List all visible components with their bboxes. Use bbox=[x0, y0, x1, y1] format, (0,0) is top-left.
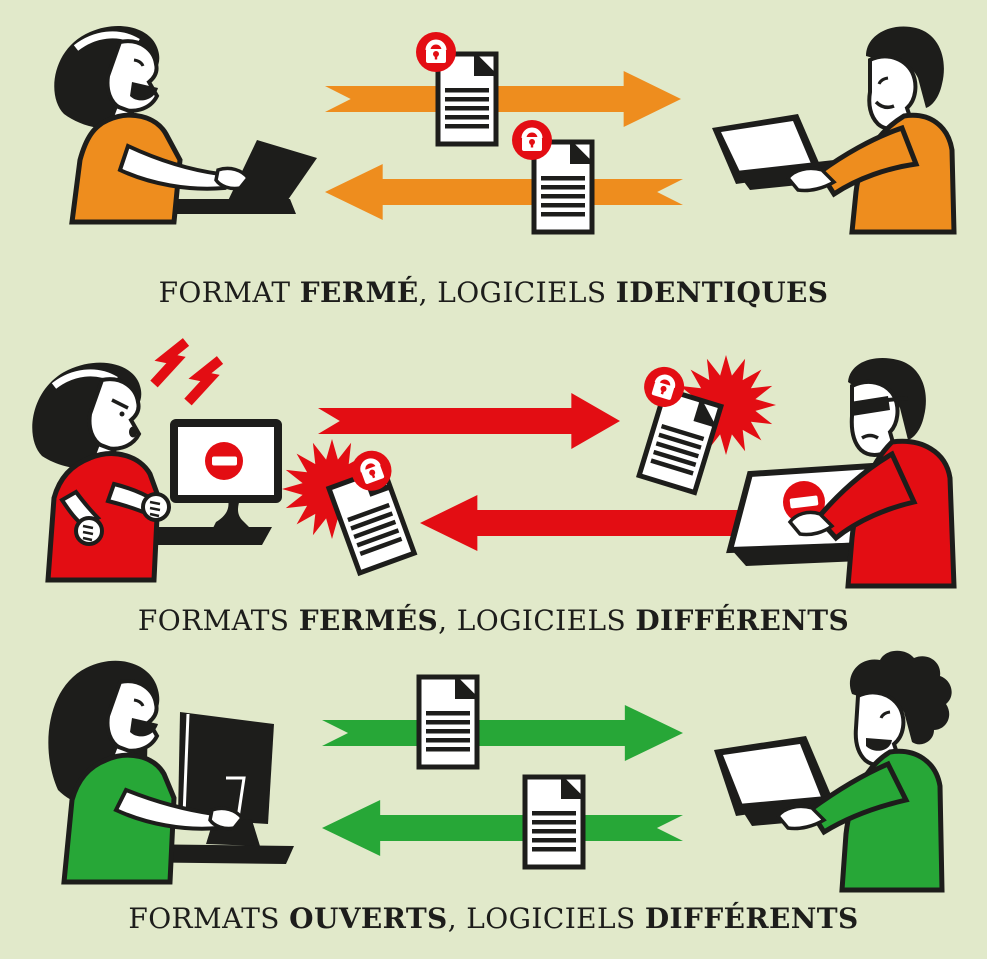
caption-text: FORMATS bbox=[128, 902, 290, 935]
transfer-arrow-right-icon bbox=[322, 705, 683, 761]
laptop-icon bbox=[712, 114, 858, 190]
transfer-arrow-left-icon bbox=[322, 800, 683, 856]
transfer-arrow-left-icon bbox=[420, 495, 776, 551]
lock-icon bbox=[416, 32, 456, 72]
open-document-icon bbox=[395, 653, 485, 773]
person-receiver-red-angry bbox=[700, 352, 987, 592]
person-receiver-orange bbox=[690, 20, 982, 235]
section-closed-same: FORMAT FERMÉ, LOGICIELS IDENTIQUES bbox=[0, 0, 987, 320]
caption-text-bold: FERMÉS bbox=[298, 604, 439, 637]
locked-document-crash-icon bbox=[614, 359, 735, 500]
caption-text: , LOGICIELS bbox=[438, 604, 636, 637]
locked-document-icon bbox=[414, 30, 504, 150]
person-sender-green bbox=[28, 650, 328, 895]
locked-document-crash-icon bbox=[298, 443, 424, 587]
caption-text: FORMATS bbox=[137, 604, 299, 637]
transfer-arrow-right-icon bbox=[325, 71, 681, 127]
open-document-icon bbox=[501, 753, 591, 873]
desktop-monitor-icon bbox=[142, 419, 282, 545]
caption-closed-same: FORMAT FERMÉ, LOGICIELS IDENTIQUES bbox=[0, 276, 987, 309]
person-sender-orange bbox=[28, 18, 320, 236]
no-entry-icon bbox=[205, 442, 243, 480]
transfer-arrow-right-icon bbox=[318, 393, 620, 449]
anger-lightning-icon bbox=[150, 338, 260, 406]
caption-open-different: FORMATS OUVERTS, LOGICIELS DIFFÉRENTS bbox=[0, 902, 987, 935]
laptop-icon bbox=[714, 736, 886, 826]
caption-text-bold: DIFFÉRENTS bbox=[635, 604, 850, 637]
caption-text: FORMAT bbox=[158, 276, 300, 309]
caption-closed-different: FORMATS FERMÉS, LOGICIELS DIFFÉRENTS bbox=[0, 604, 987, 637]
transfer-arrow-left-icon bbox=[325, 164, 683, 220]
person-receiver-green bbox=[690, 650, 987, 895]
lock-icon bbox=[644, 366, 685, 407]
caption-text: , LOGICIELS bbox=[418, 276, 616, 309]
caption-text-bold: FERMÉ bbox=[299, 276, 419, 309]
lock-icon bbox=[351, 450, 392, 491]
person-sender-red-angry bbox=[18, 352, 318, 592]
section-closed-different: FORMATS FERMÉS, LOGICIELS DIFFÉRENTS bbox=[0, 320, 987, 650]
lock-icon bbox=[512, 120, 552, 160]
section-open-different: FORMATS OUVERTS, LOGICIELS DIFFÉRENTS bbox=[0, 650, 987, 959]
caption-text-bold: OUVERTS bbox=[289, 902, 448, 935]
caption-text-bold: IDENTIQUES bbox=[615, 276, 829, 309]
caption-text-bold: DIFFÉRENTS bbox=[644, 902, 859, 935]
caption-text: , LOGICIELS bbox=[447, 902, 645, 935]
locked-document-icon bbox=[510, 118, 600, 238]
